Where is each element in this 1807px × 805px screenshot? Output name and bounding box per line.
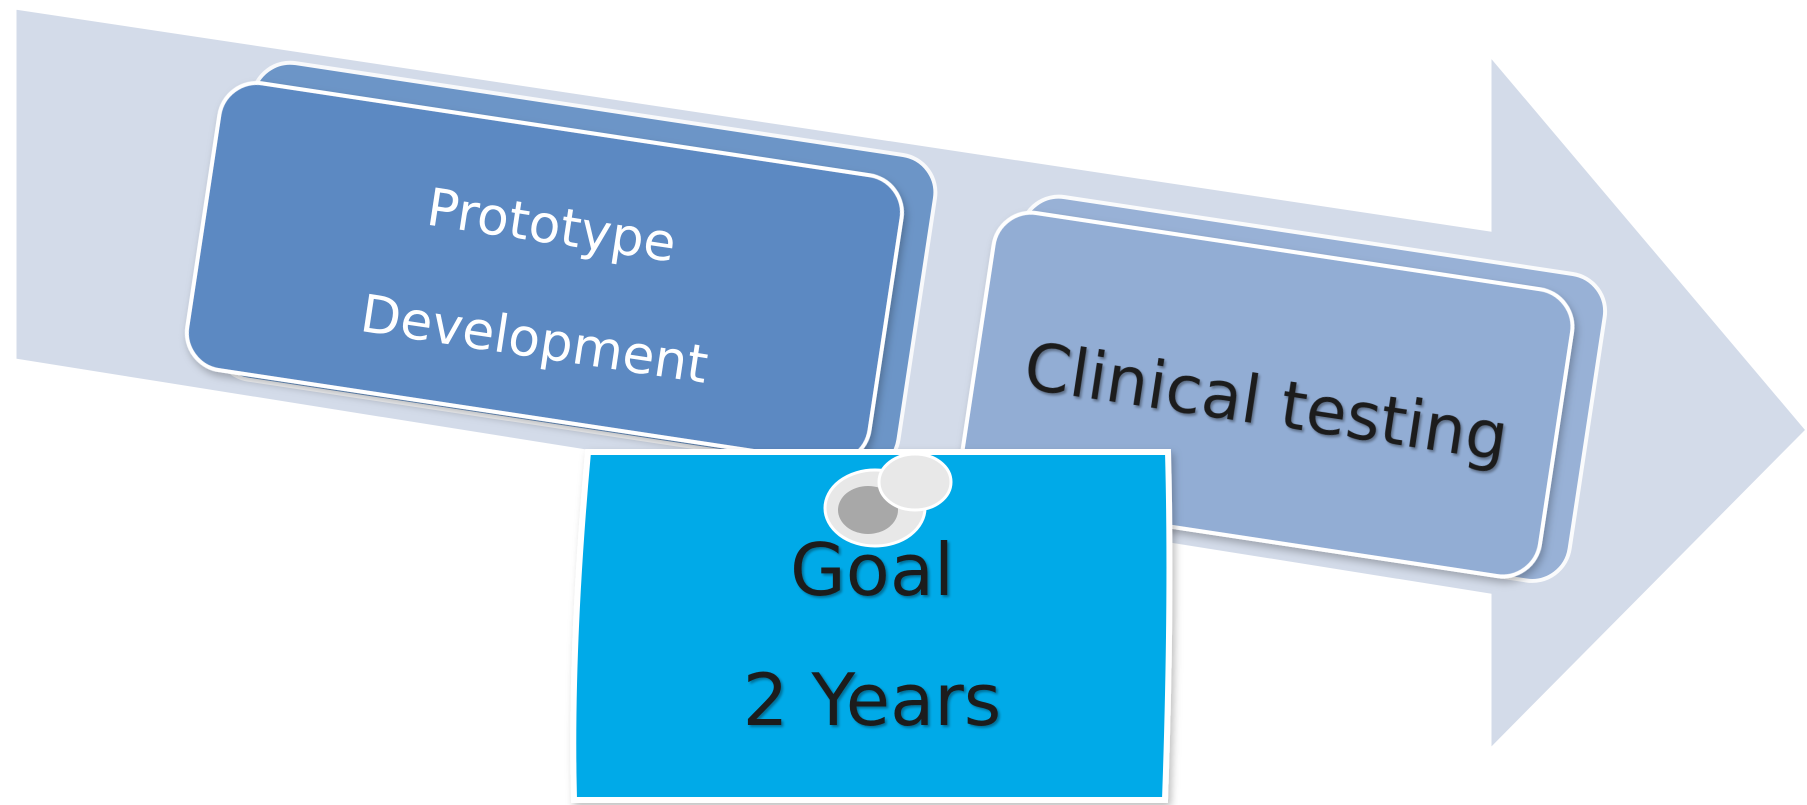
push-pin-center [838, 486, 898, 534]
step-prototype-development: Prototype Development [184, 60, 938, 474]
push-pin-icon [823, 452, 953, 548]
goal-note-paper [570, 449, 1173, 803]
goal-note: Goal 2 Years [570, 449, 1173, 803]
goal-note-subtitle: 2 Years [743, 658, 1002, 742]
goal-note-title: Goal [790, 528, 954, 612]
push-pin-head [877, 452, 953, 512]
step-box-front [184, 80, 904, 465]
